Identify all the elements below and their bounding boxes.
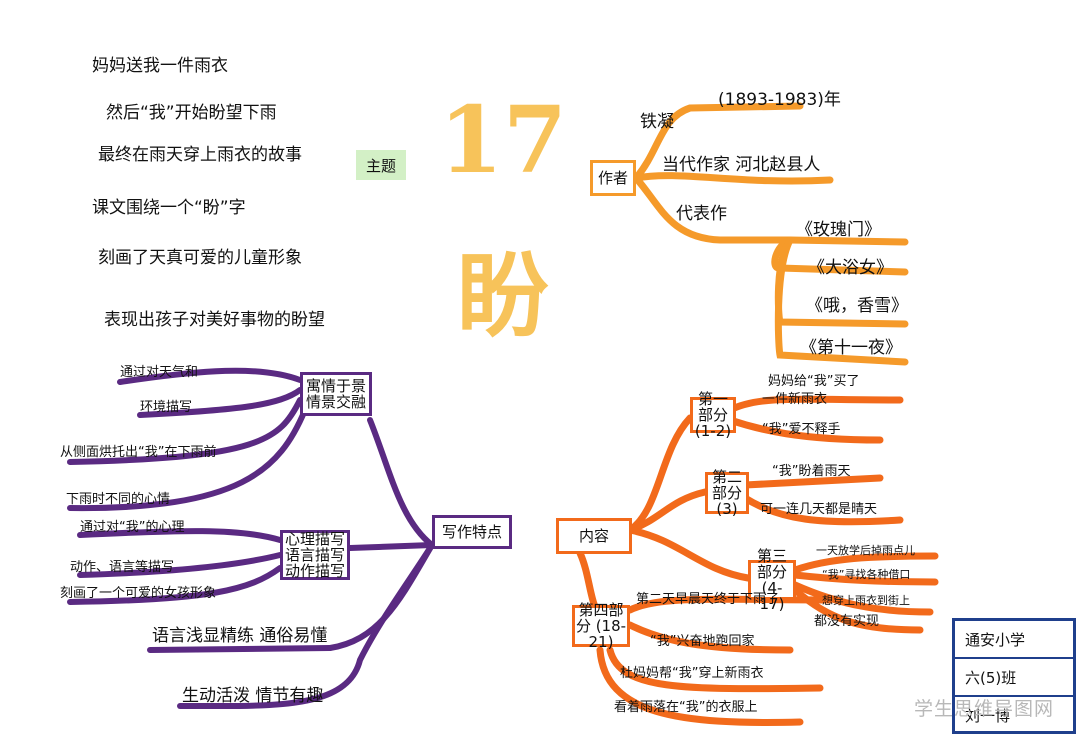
author-node: 作者 [590, 160, 636, 196]
lesson-number: 17 [438, 86, 568, 194]
content-item: 可一连几天都是晴天 [760, 502, 878, 517]
theme-line: 刻画了天真可爱的儿童形象 [98, 248, 302, 268]
theme-label: 主题 [356, 150, 406, 180]
part-1-node: 第一部分 (1-2) [690, 391, 736, 439]
theme-line: 妈妈送我一件雨衣 [92, 56, 228, 76]
content-branches [576, 395, 939, 726]
content-item: 都没有实现 [814, 614, 880, 629]
writing-item: 刻画了一个可爱的女孩形象 [60, 586, 217, 601]
content-item: 第二天早晨天终于下雨了 [636, 592, 780, 607]
content-item: 一件新雨衣 [762, 392, 828, 407]
theme-line: 然后“我”开始盼望下雨 [106, 103, 277, 123]
writing-item: 生动活泼 情节有趣 [182, 686, 324, 706]
author-name: 铁凝 [640, 112, 674, 132]
content-node: 内容 [556, 518, 632, 554]
writing-item: 环境描写 [140, 400, 193, 415]
writing-branches [67, 367, 435, 709]
part-2-node: 第二部分 (3) [705, 469, 749, 517]
content-item: “我”盼着雨天 [772, 464, 851, 479]
content-item: “我”兴奋地跑回家 [650, 634, 755, 649]
work-item: 《哦，香雪》 [806, 296, 908, 316]
author-years: (1893-1983)年 [718, 90, 841, 110]
theme-line: 最终在雨天穿上雨衣的故事 [98, 145, 302, 165]
work-item: 《第十一夜》 [800, 338, 902, 358]
writing-item: 通过对“我”的心理 [80, 520, 185, 535]
content-item: 一天放学后掉雨点儿 [816, 544, 915, 557]
work-item: 《玫瑰门》 [796, 220, 881, 240]
part-3-node: 第三部分 (4-17) [748, 548, 796, 612]
works-label: 代表作 [676, 204, 727, 224]
school-info-box: 通安小学 六(5)班 刘一博 [952, 618, 1076, 734]
content-item: “我”爱不释手 [762, 422, 841, 437]
school-name: 通安小学 [955, 621, 1073, 659]
writing-node: 写作特点 [432, 515, 512, 549]
content-item: 杜妈妈帮“我”穿上新雨衣 [620, 666, 764, 681]
theme-line: 表现出孩子对美好事物的盼望 [104, 310, 325, 330]
lesson-title: 盼 [456, 242, 549, 350]
content-item: “我”寻找各种借口 [822, 568, 911, 581]
writing-item: 下雨时不同的心情 [66, 492, 171, 507]
writing-branch-1: 寓情于景 情景交融 [300, 372, 372, 416]
student-name: 刘一博 [965, 706, 1011, 725]
watermark: 学生思维导图网 [914, 698, 1055, 720]
content-item: 妈妈给“我”买了 [768, 374, 860, 389]
work-item: 《大浴女》 [808, 258, 893, 278]
theme-line: 课文围绕一个“盼”字 [92, 198, 246, 218]
writing-item: 从侧面烘托出“我”在下雨前 [60, 445, 217, 460]
writing-item: 通过对天气和 [120, 365, 199, 380]
content-item: 想穿上雨衣到街上 [822, 594, 910, 607]
class-name: 六(5)班 [955, 659, 1073, 697]
writing-item: 动作、语言等描写 [70, 560, 175, 575]
author-branches [632, 102, 909, 366]
content-item: 看着雨落在“我”的衣服上 [614, 700, 758, 715]
part-4-node: 第四部分 (18-21) [572, 602, 630, 650]
writing-item: 语言浅显精练 通俗易懂 [152, 626, 328, 646]
author-identity: 当代作家 河北赵县人 [662, 155, 821, 175]
writing-branch-2: 心理描写 语言描写 动作描写 [280, 530, 350, 580]
